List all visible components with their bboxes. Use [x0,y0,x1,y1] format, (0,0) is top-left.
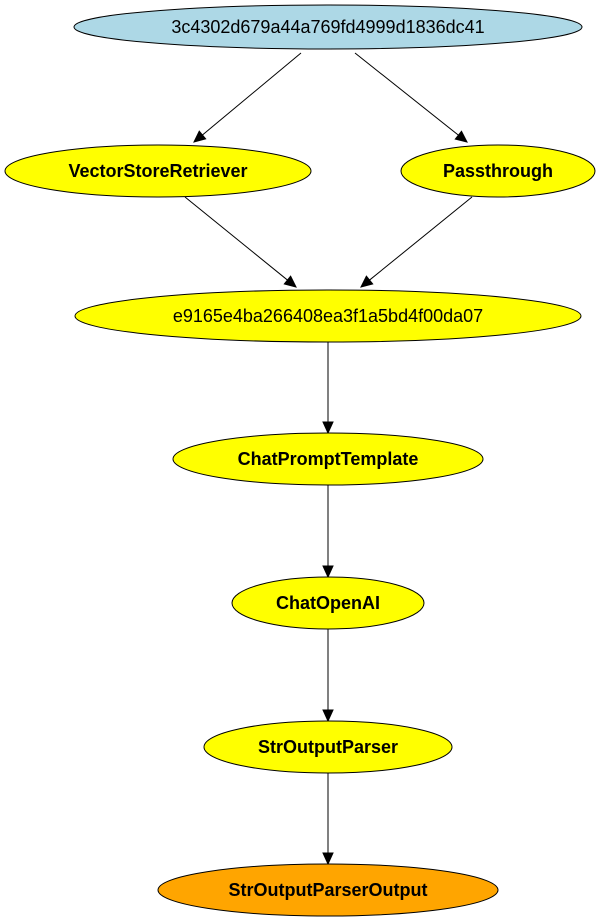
node-label: StrOutputParserOutput [228,880,427,900]
edge-n5-to-n6 [322,629,334,723]
arrowhead [454,130,468,143]
edge-n0-to-n2 [354,52,468,143]
node-ellipse [157,863,499,917]
arrowhead [360,275,374,288]
edges-layer [184,52,473,866]
node-ellipse [203,720,453,774]
node-ellipse [74,289,582,343]
edge-line [354,52,459,136]
edge-line [184,196,288,281]
node-label: VectorStoreRetriever [68,161,247,181]
edge-n0-to-n1 [193,52,302,143]
node-n5: ChatOpenAI [231,576,425,630]
node-n1: VectorStoreRetriever [4,144,312,198]
node-ellipse [73,4,583,50]
node-ellipse [400,144,596,198]
node-label: e9165e4ba266408ea3f1a5bd4f00da07 [173,306,483,326]
node-n4: ChatPromptTemplate [172,432,484,486]
node-label: Passthrough [443,161,553,181]
node-label: 3c4302d679a44a769fd4999d1836dc41 [171,17,484,37]
arrowhead [193,130,207,143]
node-label: ChatOpenAI [276,593,380,613]
edge-n4-to-n5 [322,485,334,579]
node-label: ChatPromptTemplate [238,449,419,469]
node-ellipse [4,144,312,198]
node-ellipse [172,432,484,486]
arrowhead [322,709,334,723]
node-n3: e9165e4ba266408ea3f1a5bd4f00da07 [74,289,582,343]
arrowhead [283,275,297,288]
node-n2: Passthrough [400,144,596,198]
edge-n6-to-n7 [322,773,334,866]
edge-line [369,196,473,281]
node-ellipse [231,576,425,630]
edge-line [202,52,302,136]
nodes-layer: 3c4302d679a44a769fd4999d1836dc41VectorSt… [4,4,596,917]
arrowhead [322,565,334,579]
node-n6: StrOutputParser [203,720,453,774]
arrowhead [322,852,334,866]
node-label: StrOutputParser [258,737,398,757]
edge-n3-to-n4 [322,342,334,435]
edge-n2-to-n3 [360,196,473,288]
arrowhead [322,421,334,435]
node-n0: 3c4302d679a44a769fd4999d1836dc41 [73,4,583,50]
edge-n1-to-n3 [184,196,297,288]
node-n7: StrOutputParserOutput [157,863,499,917]
